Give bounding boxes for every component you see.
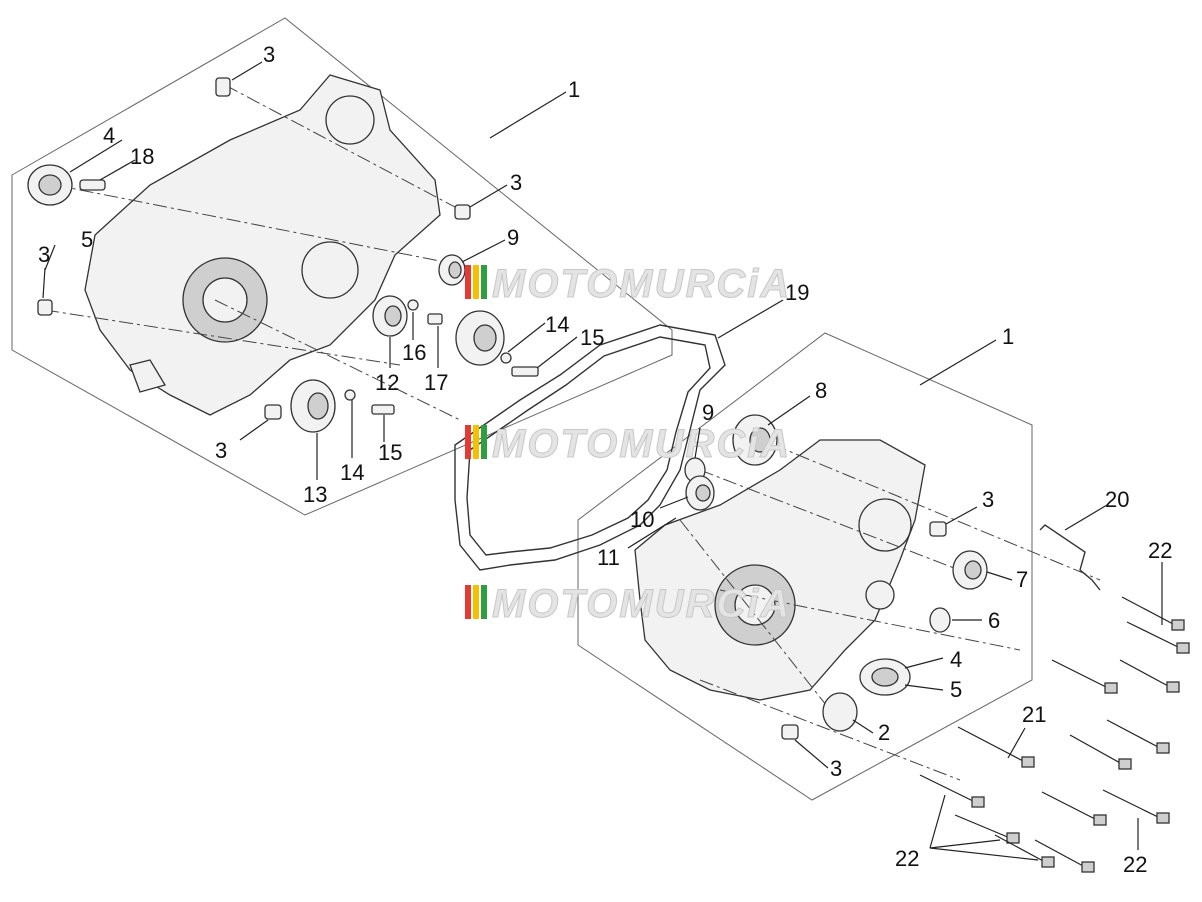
label-part-11: 11 (597, 545, 620, 570)
label-part-7: 7 (1016, 567, 1028, 592)
label-part-22: 22 (895, 846, 919, 871)
label-part-3: 3 (263, 42, 275, 67)
label-part-20: 20 (1105, 487, 1129, 512)
label-part-9: 9 (507, 225, 519, 250)
wire-bracket-20 (1039, 524, 1101, 591)
label-part-16: 16 (402, 340, 426, 365)
label-part-12: 12 (375, 370, 399, 395)
label-part-6: 6 (988, 608, 1000, 633)
watermark-text: MOTOMURCiA (492, 422, 791, 466)
label-part-3: 3 (830, 756, 842, 781)
label-part-14: 14 (340, 460, 364, 485)
bearing-8 (732, 414, 778, 466)
label-part-3: 3 (510, 170, 522, 195)
label-part-8: 8 (815, 378, 827, 403)
label-part-4: 4 (950, 647, 962, 672)
right-crankcase-frame (577, 332, 1033, 801)
watermark-3: MOTOMURCiA (465, 582, 791, 627)
label-part-5: 5 (81, 227, 93, 252)
bolts (919, 596, 1190, 873)
bushing-2 (822, 692, 858, 732)
label-part-4: 4 (103, 123, 115, 148)
label-part-17: 17 (424, 370, 448, 395)
small-screws-left (344, 299, 539, 415)
dowel-pins (37, 77, 947, 740)
watermark-1: MOTOMURCiA (465, 262, 791, 307)
label-part-2: 2 (878, 720, 890, 745)
label-part-1: 1 (1002, 324, 1014, 349)
label-part-21: 21 (1022, 702, 1046, 727)
label-part-3: 3 (982, 487, 994, 512)
label-part-1: 1 (568, 77, 580, 102)
label-part-3: 3 (215, 438, 227, 463)
label-part-22: 22 (1148, 538, 1172, 563)
leader-lines (42, 61, 1163, 861)
watermark-2: MOTOMURCiA (465, 422, 791, 467)
bearing-main-left (455, 310, 505, 366)
bushing-4-5-left (27, 164, 73, 206)
label-part-15: 15 (378, 440, 402, 465)
part-labels: 3 1 4 18 3 5 9 3 19 14 1 15 16 12 17 8 9… (38, 42, 1172, 877)
right-crankcase (634, 439, 926, 701)
label-part-15: 15 (580, 325, 604, 350)
left-crankcase-frame (11, 17, 673, 516)
bearing-13 (290, 379, 336, 433)
label-part-5: 5 (950, 677, 962, 702)
seal-9-left (438, 254, 466, 286)
bushing-4-5-right (859, 658, 911, 696)
label-part-13: 13 (303, 482, 327, 507)
seal-7 (952, 550, 988, 590)
label-part-9: 9 (702, 400, 714, 425)
label-part-14: 14 (545, 312, 569, 337)
label-part-3: 3 (38, 242, 50, 267)
bearing-10 (685, 475, 715, 511)
gasket-inner (466, 336, 711, 556)
bearing-12 (372, 295, 408, 337)
seal-6 (929, 607, 951, 633)
label-part-18: 18 (130, 144, 154, 169)
watermark-text: MOTOMURCiA (492, 582, 791, 626)
left-crankcase (84, 74, 441, 416)
label-part-10: 10 (630, 507, 654, 532)
label-part-22: 22 (1123, 852, 1147, 877)
gasket (454, 324, 726, 571)
watermark-text: MOTOMURCiA (492, 262, 791, 306)
label-part-19: 19 (785, 280, 809, 305)
